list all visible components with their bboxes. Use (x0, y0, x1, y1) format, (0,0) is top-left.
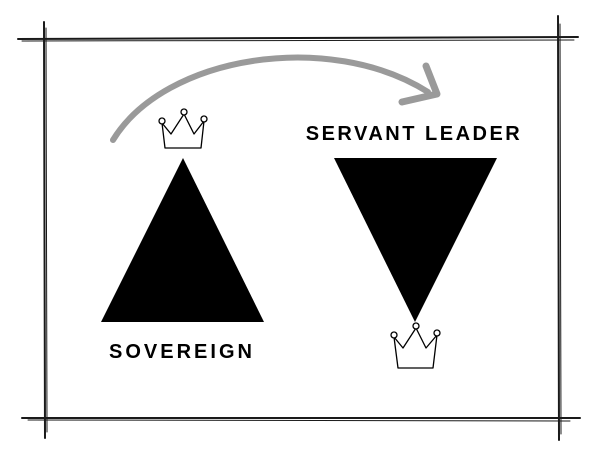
transition-arrow (110, 54, 441, 143)
sovereign-triangle (101, 158, 264, 322)
arrow-head-icon (398, 62, 441, 106)
sovereign-label: SOVEREIGN (109, 341, 255, 363)
servant-leader-triangle (334, 158, 497, 322)
crown-icon (390, 322, 441, 369)
crown-icon (158, 108, 208, 149)
sketch-frame (17, 15, 581, 441)
curved-arrow-icon (110, 54, 431, 143)
servant-leader-label: SERVANT LEADER (306, 123, 523, 145)
